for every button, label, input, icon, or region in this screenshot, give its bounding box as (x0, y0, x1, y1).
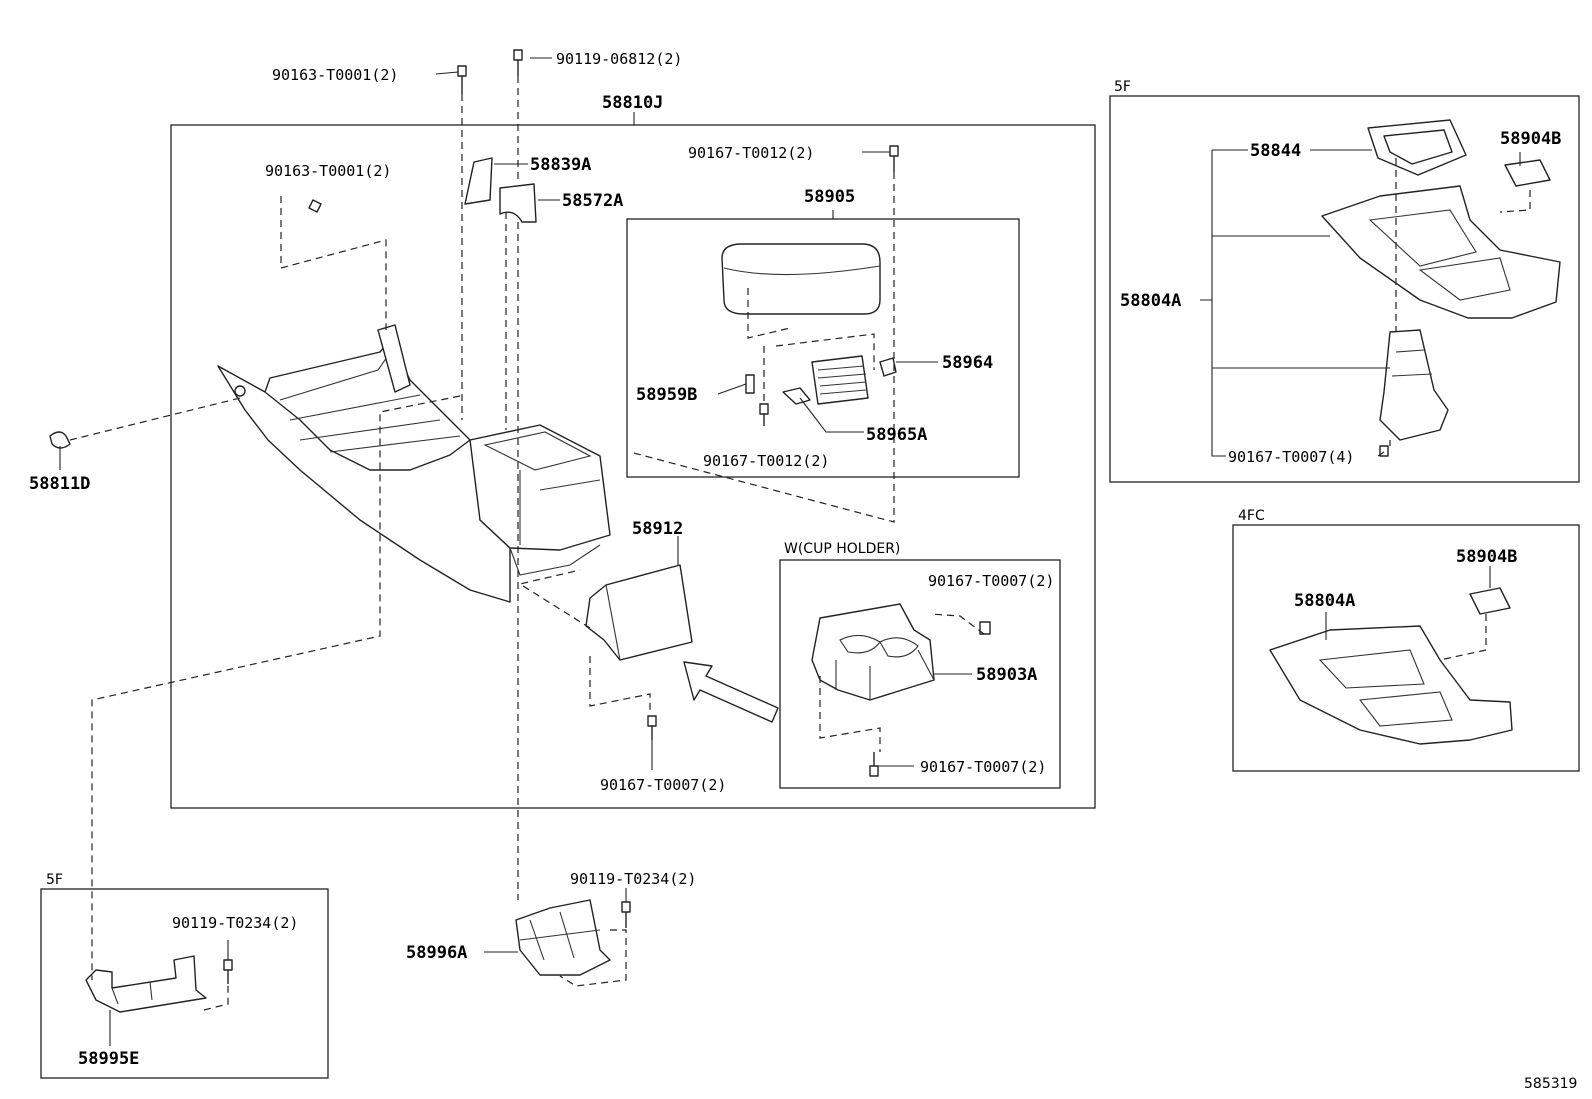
leader-lines (59, 57, 1521, 1046)
stopper-58572A-part (499, 183, 537, 223)
console-58804A-4fc-part (1269, 625, 1513, 745)
label-58904B-5f: 58904B (1500, 129, 1561, 149)
clip-58904B-4fc-part (1469, 587, 1511, 615)
label-58839A: 58839A (530, 155, 591, 175)
cup-holder-frame (779, 559, 1061, 789)
label-5f-bottom-variant: 5F (46, 872, 63, 888)
assembly-dashed-lines (69, 76, 1531, 1011)
bracket-58996A-part (515, 899, 611, 976)
armrest-lid-part (721, 243, 881, 315)
label-90167-T0012-top: 90167-T0012(2) (688, 144, 814, 162)
4fc-variant-frame (1232, 524, 1580, 772)
label-58995E: 58995E (78, 1049, 139, 1069)
clip-58904B-5f-part (1504, 159, 1551, 187)
label-58811D: 58811D (29, 474, 90, 494)
label-5f-top-variant: 5F (1114, 79, 1131, 95)
catalog-number: 585319 (1524, 1076, 1577, 1092)
pad-58839A-part (464, 157, 493, 205)
5f-bracket-frame (40, 888, 329, 1079)
label-58964: 58964 (942, 353, 993, 373)
direction-arrow (683, 661, 779, 723)
panel-58912-part (585, 564, 693, 661)
label-90119-T0234-left: 90119-T0234(2) (172, 914, 298, 932)
label-90167-T0007-cup-top: 90167-T0007(2) (928, 572, 1054, 590)
label-58804A-5f: 58804A (1120, 291, 1181, 311)
label-90119-06812: 90119-06812(2) (556, 50, 682, 68)
label-cup-holder-variant: W(CUP HOLDER) (784, 541, 900, 557)
5f-variant-frame (1109, 95, 1580, 483)
bolt-icon-set (49, 49, 1389, 984)
main-assembly-frame (170, 124, 1096, 809)
label-58572A: 58572A (562, 191, 623, 211)
label-58996A: 58996A (406, 943, 467, 963)
label-58905: 58905 (804, 187, 855, 207)
console-58804A-5f-part (1321, 185, 1561, 319)
label-58959B: 58959B (636, 385, 697, 405)
label-90167-T0007-main: 90167-T0007(2) (600, 776, 726, 794)
label-90167-T0007-4: 90167-T0007(4) (1228, 448, 1354, 466)
label-90163-inner: 90163-T0001(2) (265, 162, 391, 180)
label-90119-T0234-center: 90119-T0234(2) (570, 870, 696, 888)
label-90167-T0007-cup-low: 90167-T0007(2) (920, 758, 1046, 776)
cup-holder-part (811, 603, 935, 701)
bracket-58995E-part (85, 955, 207, 1013)
label-4fc-variant: 4FC (1238, 508, 1265, 524)
armrest-subframe (626, 218, 1020, 478)
label-main-assembly: 58810J (602, 93, 663, 113)
label-90167-T0012-low: 90167-T0012(2) (703, 452, 829, 470)
armrest-hinge-part (782, 355, 897, 405)
label-90163-top: 90163-T0001(2) (272, 66, 398, 84)
label-58904B-4fc: 58904B (1456, 547, 1517, 567)
label-58965A: 58965A (866, 425, 927, 445)
shift-bezel-58844-part (1367, 119, 1467, 176)
shift-boot-part (1379, 329, 1449, 441)
label-58804A-4fc: 58804A (1294, 591, 1355, 611)
label-58903A: 58903A (976, 665, 1037, 685)
console-body-part (217, 324, 611, 603)
label-58912: 58912 (632, 519, 683, 539)
label-58844: 58844 (1250, 141, 1301, 161)
